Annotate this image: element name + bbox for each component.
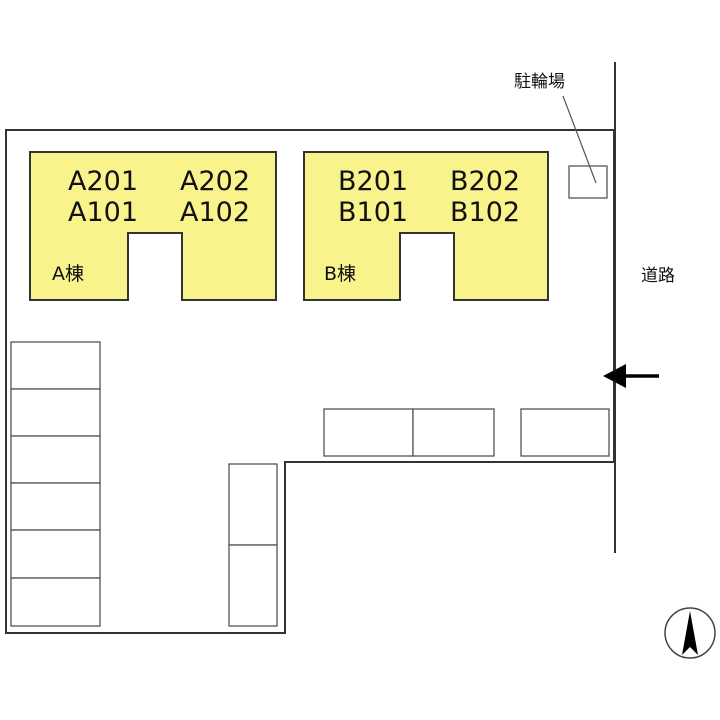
building-a-label: A棟: [52, 263, 84, 285]
building-b: [303, 151, 549, 301]
parking-space: [10, 435, 101, 484]
parking-space: [412, 408, 495, 457]
unit-b202: B202: [450, 166, 520, 197]
bike-parking-area: [568, 165, 608, 199]
parking-right-row: [323, 408, 610, 457]
parking-space: [10, 482, 101, 531]
parking-space: [10, 388, 101, 437]
parking-space: [10, 577, 101, 627]
parking-left-column: [10, 341, 101, 627]
unit-a202: A202: [180, 166, 250, 197]
parking-space: [228, 544, 278, 627]
building-a: [29, 151, 277, 301]
entrance-arrow-icon: [603, 364, 659, 388]
unit-a201: A201: [68, 166, 138, 197]
unit-b201: B201: [338, 166, 408, 197]
building-b-label: B棟: [324, 263, 356, 285]
parking-space: [10, 529, 101, 579]
parking-space: [10, 341, 101, 390]
parking-space: [228, 463, 278, 546]
unit-b102: B102: [450, 197, 520, 228]
unit-a101: A101: [68, 197, 138, 228]
road-label: 道路: [641, 266, 675, 286]
unit-b101: B101: [338, 197, 408, 228]
parking-space: [520, 408, 610, 457]
parking-middle-column: [228, 463, 278, 627]
unit-a102: A102: [180, 197, 250, 228]
bike-parking-leader: [562, 95, 597, 184]
parking-space: [323, 408, 414, 457]
bike-parking-label: 駐輪場: [514, 72, 565, 92]
north-compass-icon: [664, 607, 716, 659]
